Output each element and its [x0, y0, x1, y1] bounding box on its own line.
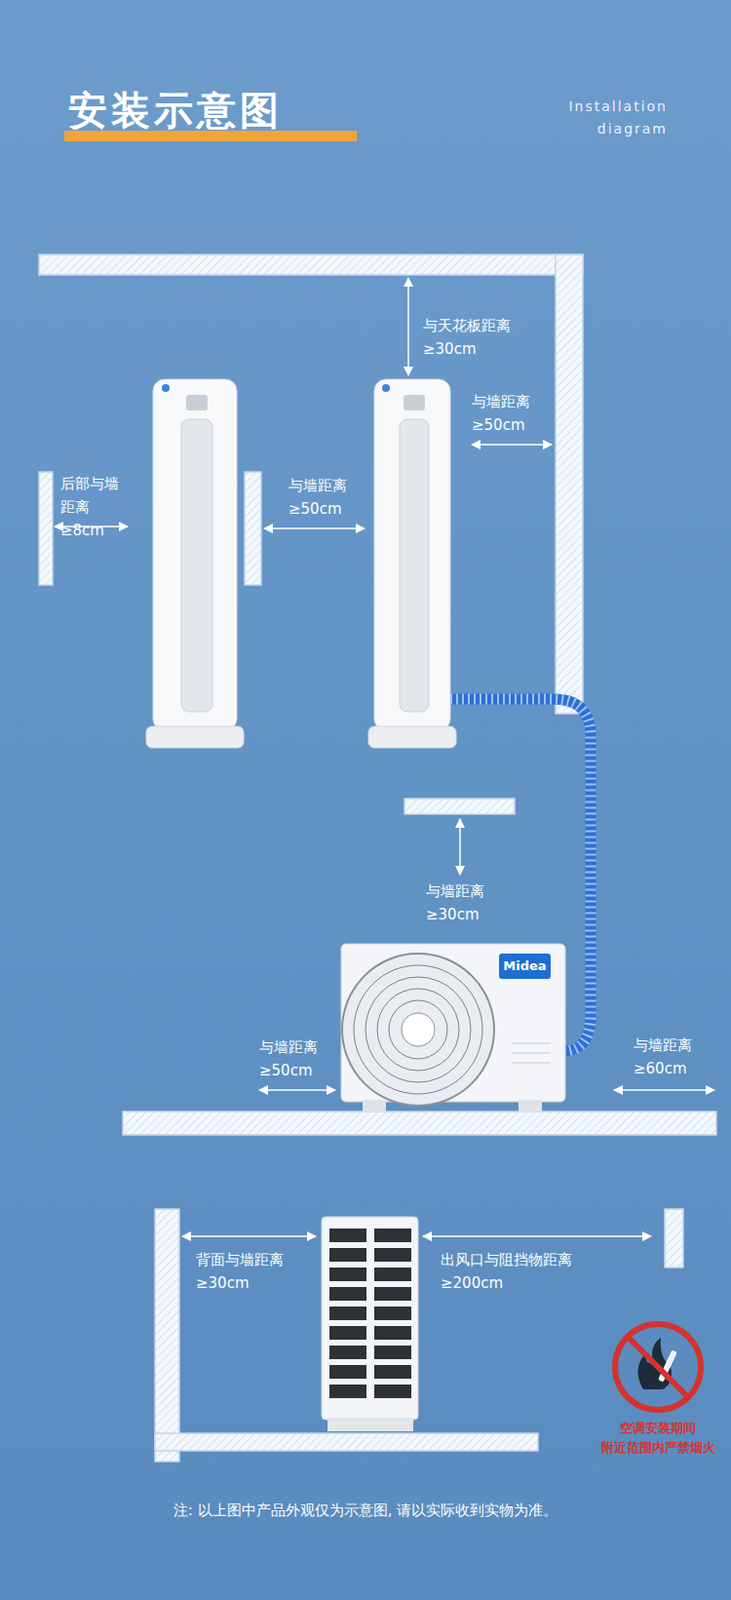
no-fire-sign	[615, 1323, 701, 1410]
subtitle: Installation diagram	[568, 95, 668, 141]
label-anchor: 与墙距离 ≥30cm	[425, 879, 485, 926]
label-anchor: 与墙距离 ≥60cm	[633, 1033, 693, 1080]
warning-text: 空调安装期间 附近范围内严禁烟火	[601, 1418, 716, 1458]
dimension-label: 与墙距离 ≥60cm	[633, 1033, 693, 1080]
dimension-label: 与天花板距离 ≥30cm	[423, 313, 511, 361]
label-anchor: Midea	[502, 957, 546, 975]
label-anchor: 与墙距离 ≥50cm	[259, 1035, 318, 1082]
label-anchor: 注: 以上图中产品外观仅为示意图, 请以实际收到实物为准。	[173, 1499, 558, 1521]
dimension-label: 与墙距离 ≥50cm	[259, 1035, 318, 1082]
label-anchor: 背面与墙距离 ≥30cm	[195, 1247, 284, 1295]
label-anchor: 与墙距离 ≥50cm	[288, 473, 347, 521]
outdoor-unit	[341, 943, 566, 1112]
brand-logo: Midea	[502, 957, 546, 975]
dimension-label: 与墙距离 ≥30cm	[425, 879, 485, 926]
label-anchor: 后部与墙 距离≥8cm	[60, 471, 119, 542]
label-anchor: 出风口与阻挡物距离 ≥200cm	[440, 1247, 573, 1295]
label-anchor: 与天花板距离 ≥30cm	[423, 313, 511, 361]
dimension-label: 与墙距离 ≥50cm	[288, 473, 347, 521]
dimension-label: 后部与墙 距离≥8cm	[60, 471, 119, 542]
page-title: 安装示意图	[68, 85, 283, 135]
dimension-label: 与墙距离 ≥50cm	[471, 389, 531, 437]
outdoor-unit-side	[321, 1216, 419, 1431]
label-anchor: 与墙距离 ≥50cm	[471, 389, 531, 437]
dimension-label: 背面与墙距离 ≥30cm	[195, 1247, 284, 1295]
footnote: 注: 以上图中产品外观仅为示意图, 请以实际收到实物为准。	[173, 1499, 558, 1521]
dimension-arrow	[54, 277, 715, 1236]
label-anchor: 安装示意图	[68, 85, 283, 135]
indoor-unit	[146, 379, 244, 748]
label-anchor: 空调安装期间 附近范围内严禁烟火	[601, 1418, 716, 1458]
label-anchor: Installation diagram	[568, 95, 668, 141]
indoor-unit	[368, 379, 457, 748]
room-wall	[38, 254, 717, 1462]
dimension-label: 出风口与阻挡物距离 ≥200cm	[440, 1247, 573, 1295]
